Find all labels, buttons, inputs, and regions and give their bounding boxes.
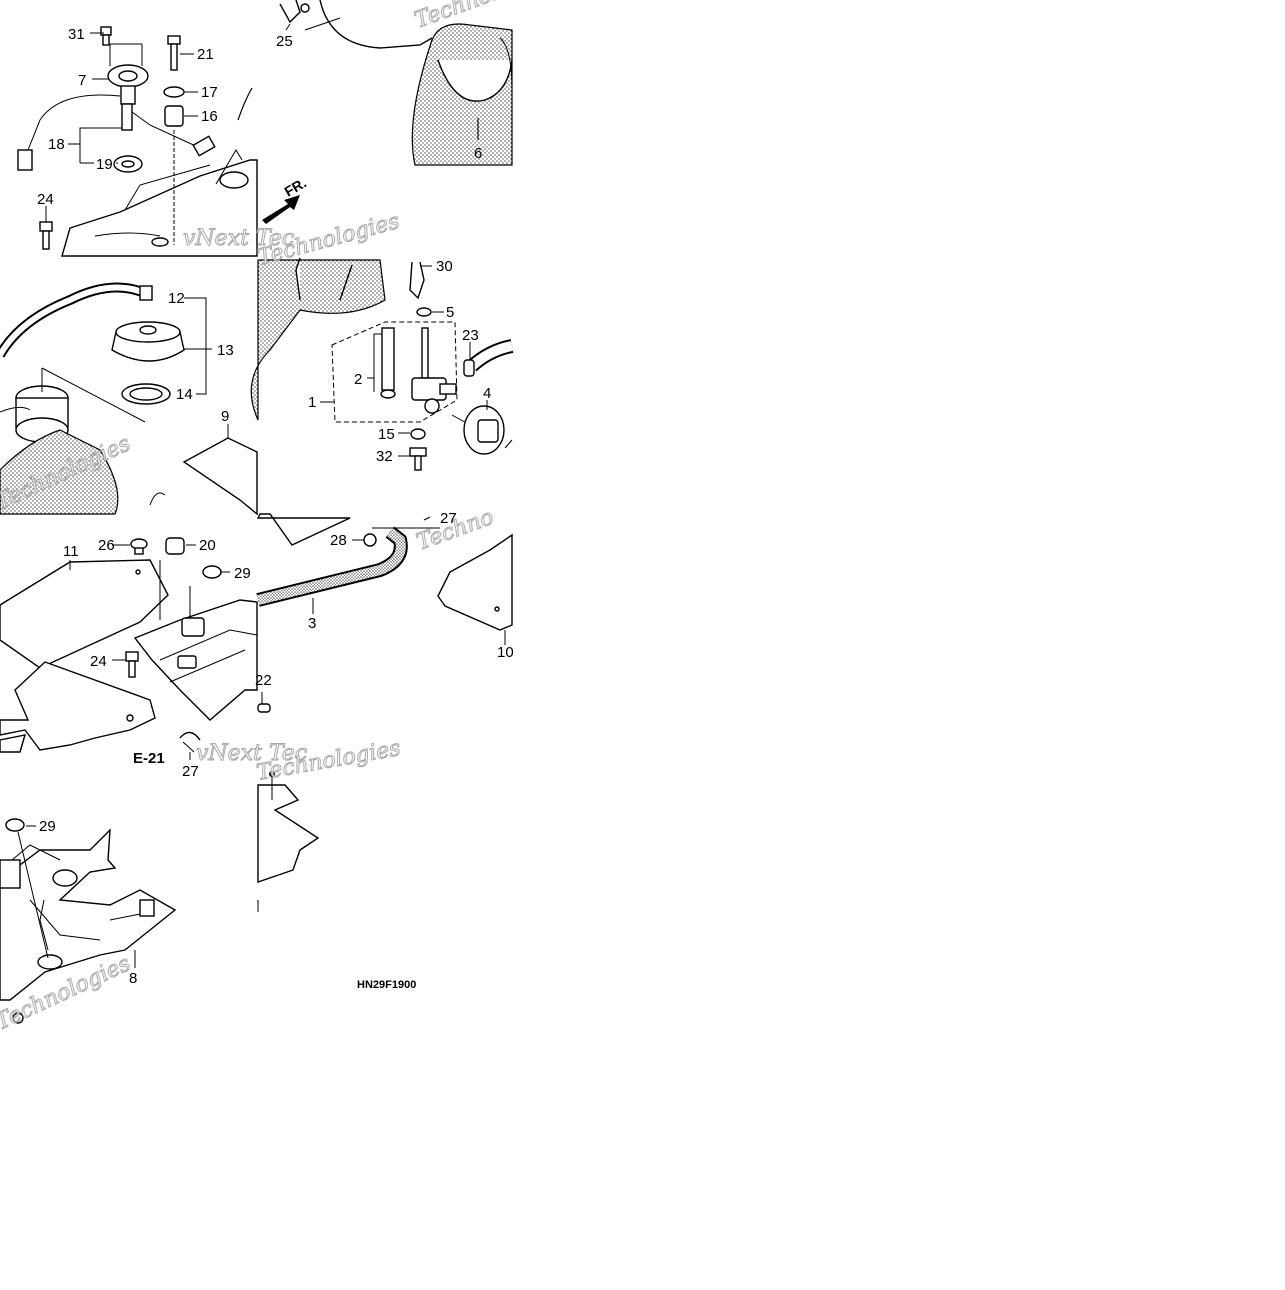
callout-17[interactable]: 17: [201, 84, 218, 101]
callout-3[interactable]: 3: [308, 615, 316, 632]
callout-29[interactable]: 29: [234, 565, 251, 582]
callout-23[interactable]: 23: [462, 327, 479, 344]
tile-skid-frame: [0, 818, 177, 1024]
tile-hose-mat: [256, 513, 513, 645]
floor-mat-lower: [0, 661, 156, 751]
callout-2[interactable]: 2: [354, 371, 362, 388]
fuel-sender-float: [192, 135, 216, 157]
callout-30[interactable]: 30: [436, 258, 453, 275]
callout-32[interactable]: 32: [376, 448, 393, 465]
callout-16[interactable]: 16: [201, 108, 218, 125]
callout-18[interactable]: 18: [48, 136, 65, 153]
tile-fuel-tank-top: [17, 26, 300, 257]
callout-13[interactable]: 13: [217, 342, 234, 359]
floor-mat-edge: [257, 784, 320, 883]
reference-page[interactable]: E-21: [133, 750, 165, 767]
front-label: FR.: [282, 174, 310, 199]
hose-clip: [409, 261, 425, 300]
callout-21[interactable]: 21: [197, 46, 214, 63]
callout-29-lower[interactable]: 29: [39, 818, 56, 835]
callout-5[interactable]: 5: [446, 304, 454, 321]
tile-mat-edge: [257, 771, 320, 912]
tile-filler-cap: [0, 282, 258, 516]
callout-31[interactable]: 31: [68, 26, 85, 43]
callout-24[interactable]: 24: [37, 191, 54, 208]
callout-12[interactable]: 12: [168, 290, 185, 307]
callouts: 31 21 7 17 16 18 19 24 25 6 12 13 14 9 3…: [37, 26, 514, 987]
callout-19[interactable]: 19: [96, 156, 113, 173]
fuel-strainer: [381, 327, 395, 391]
callout-25[interactable]: 25: [276, 33, 293, 50]
callout-20[interactable]: 20: [199, 537, 216, 554]
callout-8[interactable]: 8: [129, 970, 137, 987]
callout-24-lower[interactable]: 24: [90, 653, 107, 670]
callout-9[interactable]: 9: [221, 408, 229, 425]
diagram-code: HN29F1900: [357, 979, 416, 991]
callout-26[interactable]: 26: [98, 537, 115, 554]
floor-mat-right: [437, 533, 513, 631]
callout-4[interactable]: 4: [483, 385, 491, 402]
floor-mat-left: [182, 437, 258, 516]
tile-fuel-valve: [250, 257, 514, 471]
callout-15[interactable]: 15: [378, 426, 395, 443]
front-direction-arrow-icon: [262, 195, 300, 224]
watermark: vNext Tec: [183, 226, 294, 251]
callout-11[interactable]: 11: [63, 543, 79, 560]
tile-floor-mats: [0, 537, 271, 760]
floor-mat-11: [0, 559, 169, 669]
tank-boss: [219, 171, 249, 189]
fuel-hose: [468, 341, 514, 370]
watermark: vNext Tec: [196, 741, 307, 766]
callout-6[interactable]: 6: [474, 145, 482, 162]
callout-14[interactable]: 14: [176, 386, 193, 403]
callout-1[interactable]: 1: [308, 394, 316, 411]
callout-28[interactable]: 28: [330, 532, 347, 549]
vent-hose: [0, 284, 144, 357]
callout-27[interactable]: 27: [440, 510, 457, 527]
callout-7[interactable]: 7: [78, 72, 86, 89]
tile-tank-side: [279, 0, 513, 166]
callout-27-lower[interactable]: 27: [182, 763, 199, 780]
callout-22[interactable]: 22: [255, 672, 272, 689]
callout-10[interactable]: 10: [497, 644, 514, 661]
connector: [17, 149, 33, 171]
drain-hose: [256, 528, 406, 605]
